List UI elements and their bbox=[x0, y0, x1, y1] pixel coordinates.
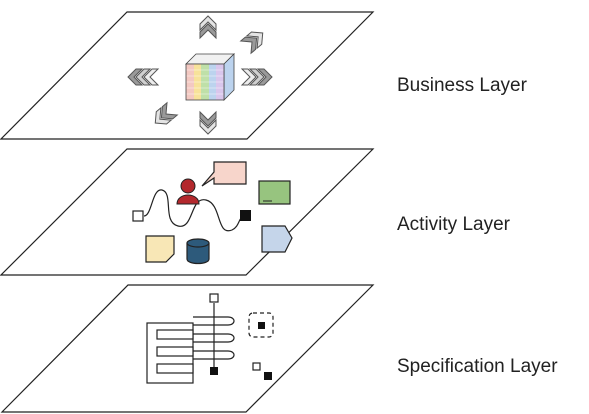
board-icon bbox=[258, 180, 291, 205]
activity-layer-label: Activity Layer bbox=[397, 214, 510, 235]
tree-bottom-node bbox=[210, 367, 218, 375]
flow-end-node bbox=[240, 210, 251, 221]
speech-bubble-icon bbox=[201, 161, 247, 187]
activity-flow-connector bbox=[143, 189, 245, 232]
specification-layer-label: Specification Layer bbox=[397, 356, 558, 377]
flow-start-node bbox=[132, 210, 144, 222]
tree-top-node bbox=[209, 293, 219, 303]
selection-box-icon bbox=[248, 312, 274, 338]
data-cube-icon bbox=[185, 53, 235, 101]
spec-node-filled bbox=[264, 372, 272, 380]
business-layer-label: Business Layer bbox=[397, 75, 527, 96]
person-icon bbox=[176, 178, 200, 205]
database-icon bbox=[186, 238, 210, 265]
specification-tree-connector bbox=[193, 303, 235, 367]
note-icon bbox=[145, 235, 175, 263]
specification-document-icon bbox=[146, 322, 194, 384]
pentagon-icon bbox=[261, 225, 293, 253]
spec-node-open bbox=[252, 362, 261, 371]
